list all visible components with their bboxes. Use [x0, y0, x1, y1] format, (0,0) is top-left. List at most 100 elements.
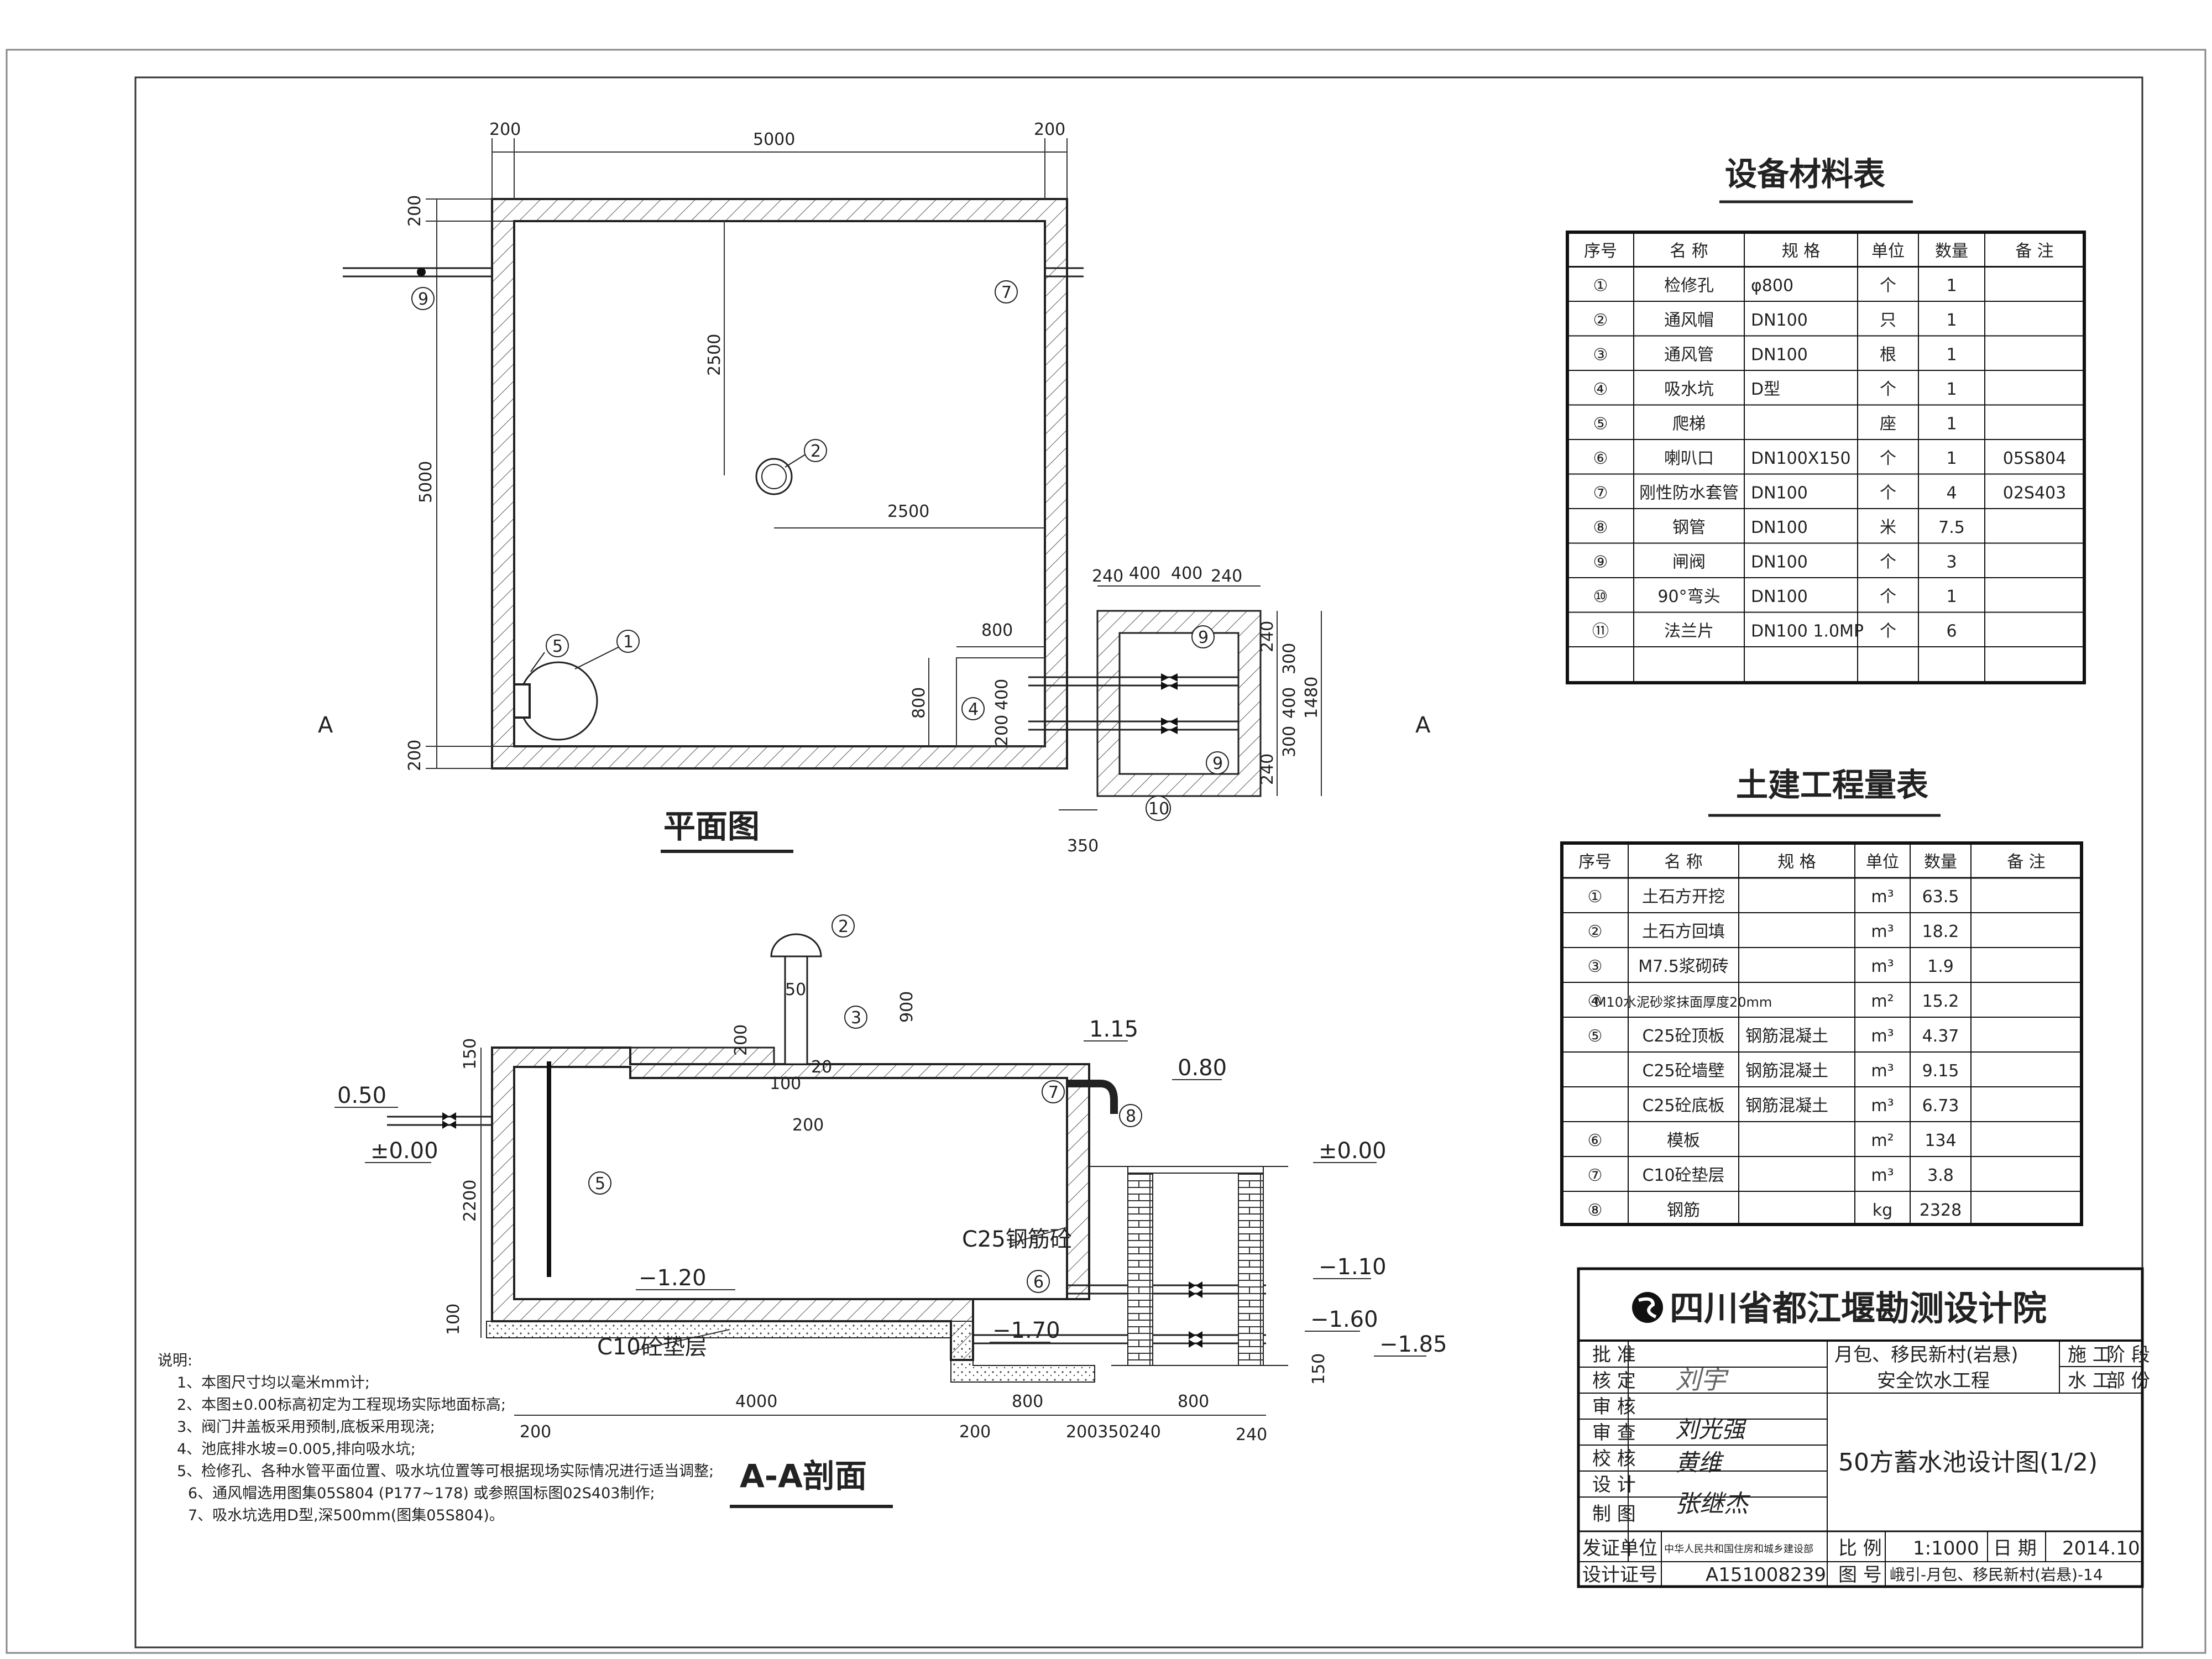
table-cell: 15.2	[1922, 992, 1959, 1011]
scale-value: 1:1000	[1913, 1537, 1979, 1559]
signature-check: 黄维	[1675, 1449, 1724, 1476]
stage-label: 施 工	[2068, 1344, 2111, 1366]
table-cell: ④	[1593, 380, 1608, 399]
cert-value: A151008239	[1706, 1564, 1826, 1586]
note-item: 3、阀门井盖板采用预制,底板采用现浇;	[177, 1419, 435, 1436]
note-item: 2、本图±0.00标高初定为工程现场实际地面标高;	[177, 1396, 506, 1414]
section-elev-080: 0.80	[1178, 1055, 1227, 1081]
table-cell: ①	[1588, 887, 1603, 907]
signature-verify: 刘宇	[1675, 1365, 1729, 1395]
table-cell: 05S804	[2003, 449, 2066, 468]
section-dim-900: 900	[897, 991, 917, 1023]
table-cell: DN100X150	[1751, 449, 1851, 468]
table-header-cell: 单位	[1866, 852, 1899, 872]
plan-section-left: A	[318, 713, 333, 738]
dept-label: 水 工	[2068, 1370, 2111, 1392]
table-cell: 根	[1880, 345, 1896, 364]
note-item: 4、池底排水坡=0.005,排向吸水坑;	[177, 1441, 416, 1458]
table-cell: 个	[1880, 380, 1896, 399]
table-cell: ⑥	[1588, 1131, 1603, 1150]
table-header-cell: 备 注	[2007, 852, 2046, 872]
section-title: A-A剖面	[740, 1457, 867, 1495]
table-cell: m³	[1871, 1061, 1894, 1081]
section-elev-050: 0.50	[337, 1083, 386, 1108]
date-value: 2014.10	[2062, 1537, 2140, 1559]
civil-table-title: 土建工程量表	[1736, 766, 1928, 804]
section-elev-160: −1.60	[1310, 1307, 1378, 1332]
table-cell: 63.5	[1922, 887, 1959, 907]
institute-name: 四川省都江堰勘测设计院	[1670, 1288, 2047, 1328]
table-cell: DN100	[1751, 483, 1808, 503]
table-cell: 134	[1925, 1131, 1956, 1150]
table-cell: DN100	[1751, 311, 1808, 330]
section-dim-200c: 200	[520, 1422, 551, 1442]
role-verify: 核 定	[1592, 1370, 1636, 1392]
table-cell: 4.37	[1922, 1027, 1959, 1046]
table-cell: DN100	[1751, 552, 1808, 572]
table-cell: DN100 1.0MP	[1751, 621, 1864, 641]
table-cell: 闸阀	[1672, 552, 1706, 572]
plan-marker-4: 4	[968, 700, 979, 719]
table-cell: m³	[1871, 1096, 1894, 1116]
table-cell: 刚性防水套管	[1639, 483, 1739, 503]
role-check: 校 核	[1592, 1448, 1636, 1470]
plan-dim-valve-r1480: 1480	[1302, 677, 1321, 719]
section-dim-200d: 200	[959, 1422, 991, 1442]
table-cell: 1	[1946, 449, 1957, 468]
table-cell: 土石方开挖	[1642, 887, 1725, 907]
section-dim-800b: 800	[1178, 1392, 1209, 1411]
table-header-cell: 名 称	[1664, 852, 1703, 872]
table-cell: 1	[1946, 345, 1957, 364]
plan-dim-valve-400a: 400	[1129, 564, 1160, 583]
table-cell: 钢筋混凝土	[1745, 1027, 1828, 1046]
section-marker-2: 2	[838, 917, 849, 936]
plan-marker-7: 7	[1001, 283, 1012, 302]
section-dim-150: 150	[461, 1038, 480, 1070]
table-cell: 6	[1946, 621, 1957, 641]
section-view: 5 2 3 900 50 200 100 20 200 7 8 6	[334, 914, 1447, 1508]
table-cell: 吸水坑	[1664, 380, 1714, 399]
section-marker-7: 7	[1048, 1083, 1059, 1102]
table-cell: kg	[1873, 1201, 1892, 1220]
table-cell: 7.5	[1938, 518, 1965, 537]
plan-dim-inner-v: 2500	[705, 334, 724, 376]
table-cell: m²	[1871, 992, 1894, 1011]
plan-marker-9b: 9	[1198, 628, 1209, 647]
table-cell: m³	[1871, 1166, 1894, 1185]
plan-section-right: A	[1415, 713, 1431, 738]
table-cell: ⑩	[1593, 587, 1608, 606]
table-cell: 个	[1880, 449, 1896, 468]
plan-dim-pit-w: 800	[981, 621, 1013, 640]
section-dim-100b: 100	[770, 1074, 801, 1093]
table-cell: m³	[1871, 957, 1894, 976]
table-cell: ②	[1588, 922, 1603, 941]
section-label-concrete: C25钢筋砼	[962, 1227, 1072, 1252]
plan-dim-pit-200: 200	[992, 715, 1012, 746]
table-cell: ⑤	[1593, 414, 1608, 433]
section-marker-8: 8	[1126, 1107, 1136, 1126]
note-item: 1、本图尺寸均以毫米mm计;	[177, 1374, 370, 1391]
section-dim-800a: 800	[1012, 1392, 1043, 1411]
table-cell: 1.9	[1927, 957, 1954, 976]
table-cell: 通风帽	[1664, 311, 1714, 330]
dept-value: 部 份	[2106, 1370, 2150, 1392]
section-elev-170: −1.70	[992, 1318, 1060, 1343]
table-cell: ④	[1588, 992, 1603, 1011]
table-cell: 检修孔	[1664, 276, 1714, 295]
plan-dim-valve-r300a: 300	[1280, 643, 1299, 674]
table-cell: 只	[1880, 311, 1896, 330]
table-cell: C10砼垫层	[1642, 1166, 1724, 1185]
table-cell: 个	[1880, 552, 1896, 572]
issuer-label: 发证单位	[1582, 1537, 1657, 1559]
project-line1: 月包、移民新村(岩悬)	[1834, 1344, 2018, 1366]
plan-dim-valve-r300b: 300	[1280, 726, 1299, 757]
table-cell: 钢管	[1672, 518, 1706, 537]
plan-dim-pit-h: 800	[909, 687, 929, 719]
role-design: 设 计	[1592, 1474, 1636, 1496]
plan-dim-top-mid: 5000	[753, 130, 795, 149]
table-header-cell: 数量	[1924, 852, 1957, 872]
table-cell: M10水泥砂浆抹面厚度20mm	[1595, 995, 1772, 1010]
section-dim-20: 20	[811, 1058, 832, 1077]
table-cell: ⑦	[1593, 483, 1608, 503]
